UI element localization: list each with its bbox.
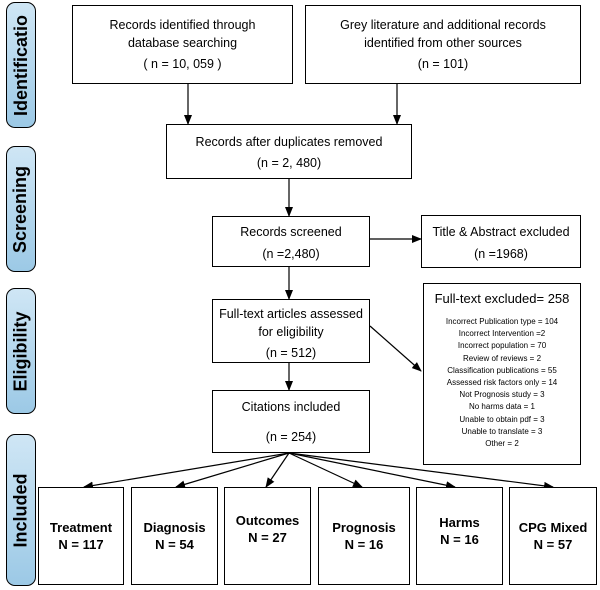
- category-count: N = 16: [440, 532, 479, 547]
- excluded-reason: Review of reviews = 2: [462, 353, 542, 363]
- category-name: Prognosis: [332, 520, 396, 535]
- excluded-reason: Classification publications = 55: [447, 365, 557, 375]
- category-cpg-mixed: CPG Mixed N = 57: [509, 487, 597, 585]
- excluded-reason: Other = 2: [485, 439, 519, 449]
- fulltext-line-2: for eligibility: [258, 325, 324, 339]
- stage-eligibility-label: Eligibility: [10, 310, 31, 392]
- arrow-to-treatment: [83, 452, 290, 490]
- box-records-screened: Records screened (n =2,480): [212, 216, 370, 267]
- box-grey-literature: Grey literature and additional records i…: [305, 5, 581, 84]
- box-fulltext-assessed: Full-text articles assessed for eligibil…: [212, 299, 370, 363]
- excluded-reason: Incorrect Intervention =2: [458, 329, 546, 339]
- category-name: Treatment: [49, 520, 113, 535]
- category-name: Harms: [439, 515, 480, 530]
- arrow-to-outcomes: [265, 452, 290, 488]
- category-treatment: Treatment N = 117: [38, 487, 124, 585]
- arrow-to-cpg: [288, 452, 554, 490]
- stage-identification-label: Identificatio: [10, 14, 31, 116]
- arrow-fulltext-to-excluded: [369, 325, 422, 372]
- grey-line-2: identified from other sources: [364, 36, 522, 50]
- category-diagnosis: Diagnosis N = 54: [131, 487, 218, 585]
- category-count: N = 57: [533, 537, 573, 552]
- category-name: CPG Mixed: [518, 520, 588, 535]
- dedup-line-2: (n = 2, 480): [256, 156, 322, 170]
- excluded-reason: No harms data = 1: [468, 402, 536, 412]
- arrow-to-prognosis: [288, 452, 363, 488]
- included-line-2: (n = 254): [265, 430, 317, 444]
- box-database-search: Records identified through database sear…: [72, 5, 293, 84]
- stage-eligibility: Eligibility: [6, 288, 36, 414]
- ta-line-1: Title & Abstract excluded: [432, 225, 570, 239]
- stage-included-label: Included: [10, 472, 31, 548]
- category-harms: Harms N = 16: [416, 487, 503, 585]
- box-title-abstract-excluded: Title & Abstract excluded (n =1968): [421, 215, 581, 268]
- ta-line-2: (n =1968): [474, 247, 528, 261]
- arrow-to-harms: [288, 452, 456, 490]
- included-line-1: Citations included: [241, 400, 341, 414]
- dedup-line-1: Records after duplicates removed: [195, 135, 383, 149]
- arrow-to-diagnosis: [175, 452, 290, 489]
- stage-identification: Identificatio: [6, 2, 36, 128]
- stage-screening: Screening: [6, 146, 36, 272]
- category-name: Diagnosis: [143, 520, 206, 535]
- grey-line-1: Grey literature and additional records: [340, 18, 546, 32]
- category-outcomes: Outcomes N = 27: [224, 487, 311, 585]
- box-citations-included: Citations included (n = 254): [212, 390, 370, 453]
- excluded-reason: Incorrect population = 70: [457, 341, 547, 351]
- db-line-2: database searching: [127, 36, 238, 50]
- excluded-reason: Unable to translate = 3: [461, 426, 543, 436]
- fulltext-line-3: (n = 512): [265, 346, 317, 360]
- screened-line-1: Records screened: [240, 225, 342, 239]
- excluded-reason: Incorrect Publication type = 104: [445, 317, 559, 326]
- category-count: N = 117: [58, 537, 104, 552]
- category-count: N = 16: [344, 537, 384, 552]
- category-count: N = 27: [248, 530, 287, 545]
- stage-included: Included: [6, 434, 36, 586]
- category-count: N = 54: [155, 537, 194, 552]
- excluded-reason: Assessed risk factors only = 14: [446, 378, 558, 388]
- db-line-3: ( n = 10, 059 ): [143, 57, 222, 71]
- category-prognosis: Prognosis N = 16: [318, 487, 410, 585]
- category-name: Outcomes: [235, 513, 300, 528]
- box-fulltext-excluded: Full-text excluded= 258 Incorrect Public…: [423, 283, 581, 465]
- screened-line-2: (n =2,480): [262, 247, 320, 261]
- db-line-1: Records identified through: [109, 18, 256, 32]
- grey-line-3: (n = 101): [417, 57, 469, 71]
- fulltext-line-1: Full-text articles assessed: [219, 307, 363, 321]
- excluded-reason: Not Prognosis study = 3: [459, 390, 545, 400]
- excluded-reason: Unable to obtain pdf = 3: [459, 414, 545, 424]
- stage-screening-label: Screening: [10, 165, 31, 253]
- box-duplicates-removed: Records after duplicates removed (n = 2,…: [166, 124, 412, 179]
- fulltext-excluded-heading: Full-text excluded= 258: [434, 291, 570, 306]
